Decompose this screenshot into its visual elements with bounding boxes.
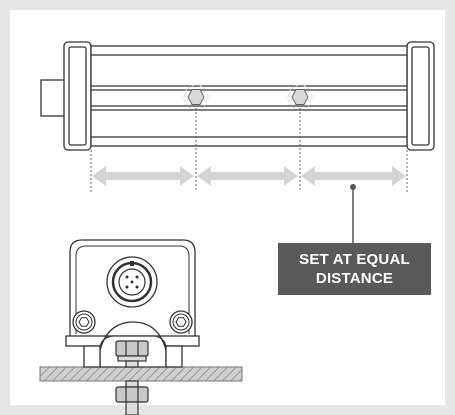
- spacing-arrows: [92, 166, 406, 186]
- hex-nut-left-icon: [183, 84, 209, 110]
- callout-leader: [350, 184, 356, 243]
- spacing-arrow-1: [92, 166, 194, 186]
- spacing-guides: [90, 108, 408, 192]
- bar-body: [90, 45, 408, 147]
- right-end-cap: [406, 41, 435, 151]
- equal-distance-callout: SET AT EQUAL DISTANCE: [278, 243, 431, 295]
- socket-screw-left-icon: [72, 310, 96, 334]
- connector-stub: [40, 79, 67, 117]
- callout-line-2: DISTANCE: [315, 270, 394, 287]
- hex-nut-right-icon: [287, 84, 313, 110]
- light-bar: [40, 41, 435, 151]
- left-end-cap-inner: [68, 46, 87, 146]
- spacing-arrow-2: [197, 166, 298, 186]
- mounting-surface: [39, 366, 243, 382]
- socket-screw-right-icon: [169, 310, 193, 334]
- right-end-cap-inner: [411, 46, 430, 146]
- m12-connector-icon: [106, 256, 158, 308]
- left-end-cap: [63, 41, 92, 151]
- callout-line-1: SET AT EQUAL: [299, 251, 410, 268]
- spacing-arrow-3: [301, 166, 406, 186]
- mounting-bolt-icon: [115, 340, 149, 415]
